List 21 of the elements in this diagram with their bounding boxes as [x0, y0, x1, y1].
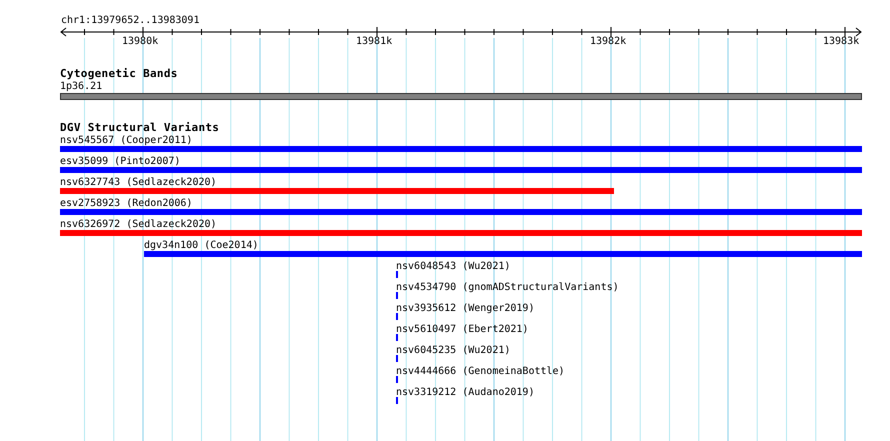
- variant-label: nsv6048543 (Wu2021): [396, 261, 510, 272]
- variant-label: nsv4534790 (gnomADStructuralVariants): [396, 282, 619, 293]
- variant-label: nsv3319212 (Audano2019): [396, 387, 534, 398]
- scale-label: 13981k: [356, 36, 392, 47]
- variant-label: nsv6326972 (Sedlazeck2020): [60, 219, 217, 230]
- scale-label: 13982k: [590, 36, 626, 47]
- track-title: Cytogenetic Bands: [60, 68, 178, 79]
- scale-label: 13980k: [122, 36, 158, 47]
- track-title: DGV Structural Variants: [60, 122, 220, 133]
- variant-label: nsv6045235 (Wu2021): [396, 345, 510, 356]
- scale-label: 13983k: [823, 36, 860, 47]
- band-label: 1p36.21: [60, 81, 102, 92]
- variant-label: nsv5610497 (Ebert2021): [396, 324, 528, 335]
- variant-label: esv35099 (Pinto2007): [60, 156, 180, 167]
- variant-label: nsv545567 (Cooper2011): [60, 135, 192, 146]
- variant-label: dgv34n100 (Coe2014): [144, 240, 258, 251]
- variant-label: esv2758923 (Redon2006): [60, 198, 192, 209]
- variant-label: nsv3935612 (Wenger2019): [396, 303, 534, 314]
- coordinate-range: chr1:13979652..13983091: [61, 15, 200, 26]
- variant-label: nsv4444666 (GenomeinaBottle): [396, 366, 565, 377]
- variant-label: nsv6327743 (Sedlazeck2020): [60, 177, 217, 188]
